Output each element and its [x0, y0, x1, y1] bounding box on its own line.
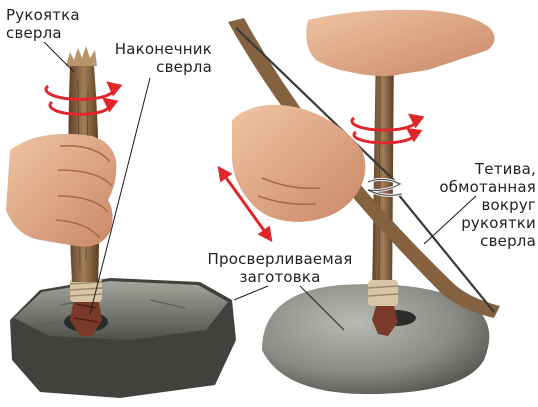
label-workpiece-line2: заготовка: [180, 268, 380, 286]
label-drill-handle-line1: Рукоятка: [6, 6, 80, 24]
label-bowstring: Тетива, обмотанная вокруг рукоятки сверл…: [418, 160, 536, 250]
label-drill-handle-line2: сверла: [6, 24, 80, 42]
label-drill-handle: Рукоятка сверла: [6, 6, 80, 42]
left-hand: [6, 134, 116, 247]
label-bowstring-line5: сверла: [418, 232, 536, 250]
label-drill-tip-line1: Наконечник: [96, 40, 212, 58]
label-bowstring-line2: обмотанная: [418, 178, 536, 196]
label-bowstring-line3: вокруг: [418, 196, 536, 214]
label-workpiece-line1: Просверливаемая: [180, 250, 380, 268]
label-bowstring-line1: Тетива,: [418, 160, 536, 178]
drill-top: [66, 46, 97, 66]
label-drill-tip-line2: сверла: [96, 58, 212, 76]
label-drill-tip: Наконечник сверла: [96, 40, 212, 76]
leader-workpiece-left: [234, 286, 268, 300]
left-drill-group: [6, 46, 236, 398]
stone-slab: [10, 278, 236, 398]
label-bowstring-line4: рукоятки: [418, 214, 536, 232]
label-workpiece: Просверливаемая заготовка: [180, 250, 380, 286]
top-hand: [306, 10, 494, 76]
